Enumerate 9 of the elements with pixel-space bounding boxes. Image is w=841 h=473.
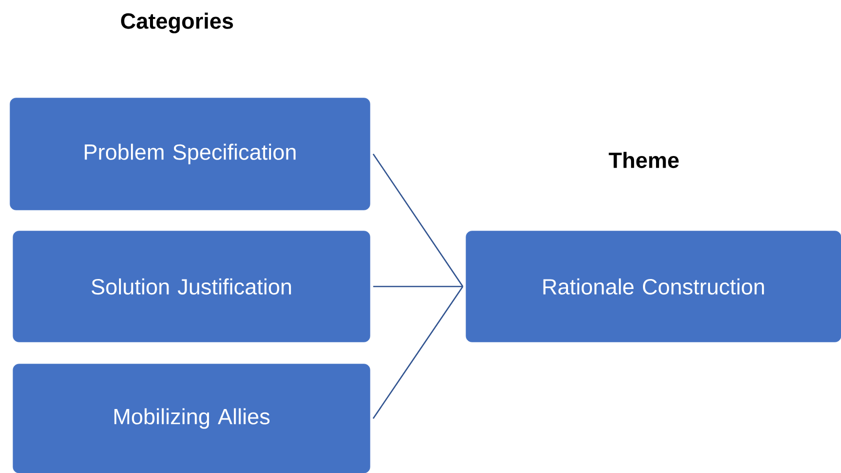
connector-line [372,154,464,287]
heading: Categories [121,12,233,34]
process-box: Solution Justification [12,230,370,342]
process-box: Rationale Construction [466,230,841,342]
process-box: Mobilizing Allies [12,364,370,473]
connector-line [372,286,464,419]
process-box: Problem Specification [10,98,370,210]
heading: Theme [608,152,679,168]
connector-line [373,286,463,288]
